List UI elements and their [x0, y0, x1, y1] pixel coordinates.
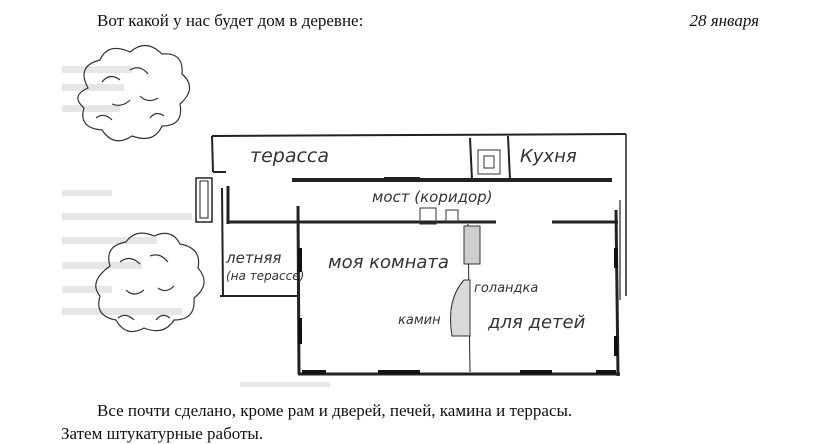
stove-label: голандка [474, 281, 538, 296]
date-label: 28 января [689, 11, 759, 30]
corridor-label: мост (коридор) [372, 188, 493, 206]
kids-room-label: для детей [487, 312, 586, 333]
kitchen-label: Кухня [520, 146, 577, 167]
paragraph-line-2: Затем штукатурные работы. [61, 424, 264, 443]
summer-room-note: (на терассе) [226, 269, 304, 283]
stove-sketch [419, 149, 501, 337]
my-room-label: моя комната [328, 252, 449, 273]
intro-text: Вот какой у нас будет дом в деревне: [97, 11, 364, 30]
terrace-label: терасса [250, 145, 329, 167]
fireplace-label: камин [398, 313, 441, 328]
summer-room-label: летняя [225, 249, 281, 267]
paragraph-line-1: Все почти сделано, кроме рам и дверей, п… [97, 401, 573, 420]
tree-top [77, 44, 191, 142]
outer-walls [195, 133, 627, 377]
window-marks [298, 248, 618, 374]
faint-bleedthrough [62, 66, 330, 387]
tree-bottom [95, 232, 205, 333]
plan-labels: терасса Кухня мост (коридор) летняя (на … [225, 145, 586, 333]
